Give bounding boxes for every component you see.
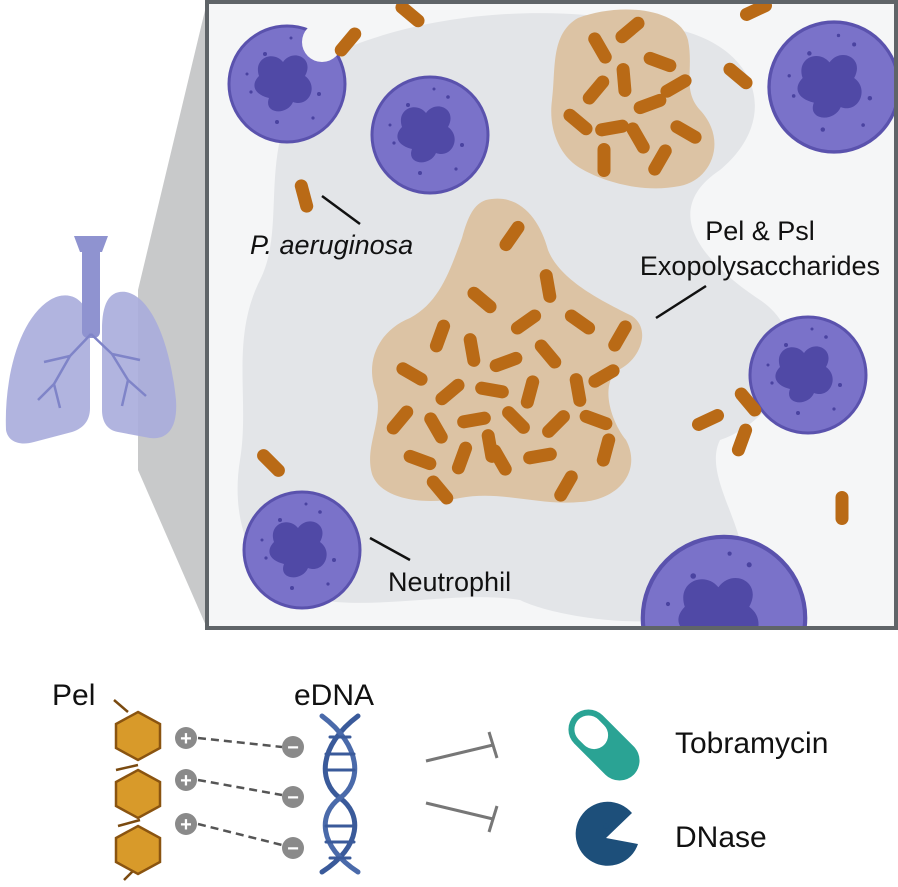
eps-label-line2: Exopolysaccharides [640,251,880,281]
negative-charge: − [287,737,299,759]
lungs-icon [5,2,207,628]
edna-label: eDNA [294,679,374,712]
pacman-enzyme-icon [575,801,638,866]
hexagon-chain-icon [113,699,162,881]
positive-charge: + [180,770,192,792]
eps-matrix [551,9,715,189]
positive-charge: + [180,814,192,836]
inhibition-arrow-icon [425,731,499,833]
neutrophil-label: Neutrophil [388,567,511,597]
neutrophil-cell [643,537,805,699]
neutrophil-cell [767,20,896,154]
dna-helix-icon [319,713,361,875]
eps-label-line1: Pel & Psl [705,216,815,246]
capsule-icon [568,709,640,781]
bacteria-label: P. aeruginosa [250,230,413,260]
pel-label: Pel [52,679,95,712]
biofilm-panel [205,0,898,699]
negative-charge: − [287,787,299,809]
negative-charge: − [287,838,299,860]
neutrophil-cell [242,490,362,610]
positive-charge: + [180,728,192,750]
dnase-label: DNase [675,821,767,854]
charge-pairs: + + + − − − [175,727,304,860]
neutrophil-cell [748,315,868,435]
neutrophil-cell [370,75,490,195]
tobramycin-label: Tobramycin [675,727,828,760]
